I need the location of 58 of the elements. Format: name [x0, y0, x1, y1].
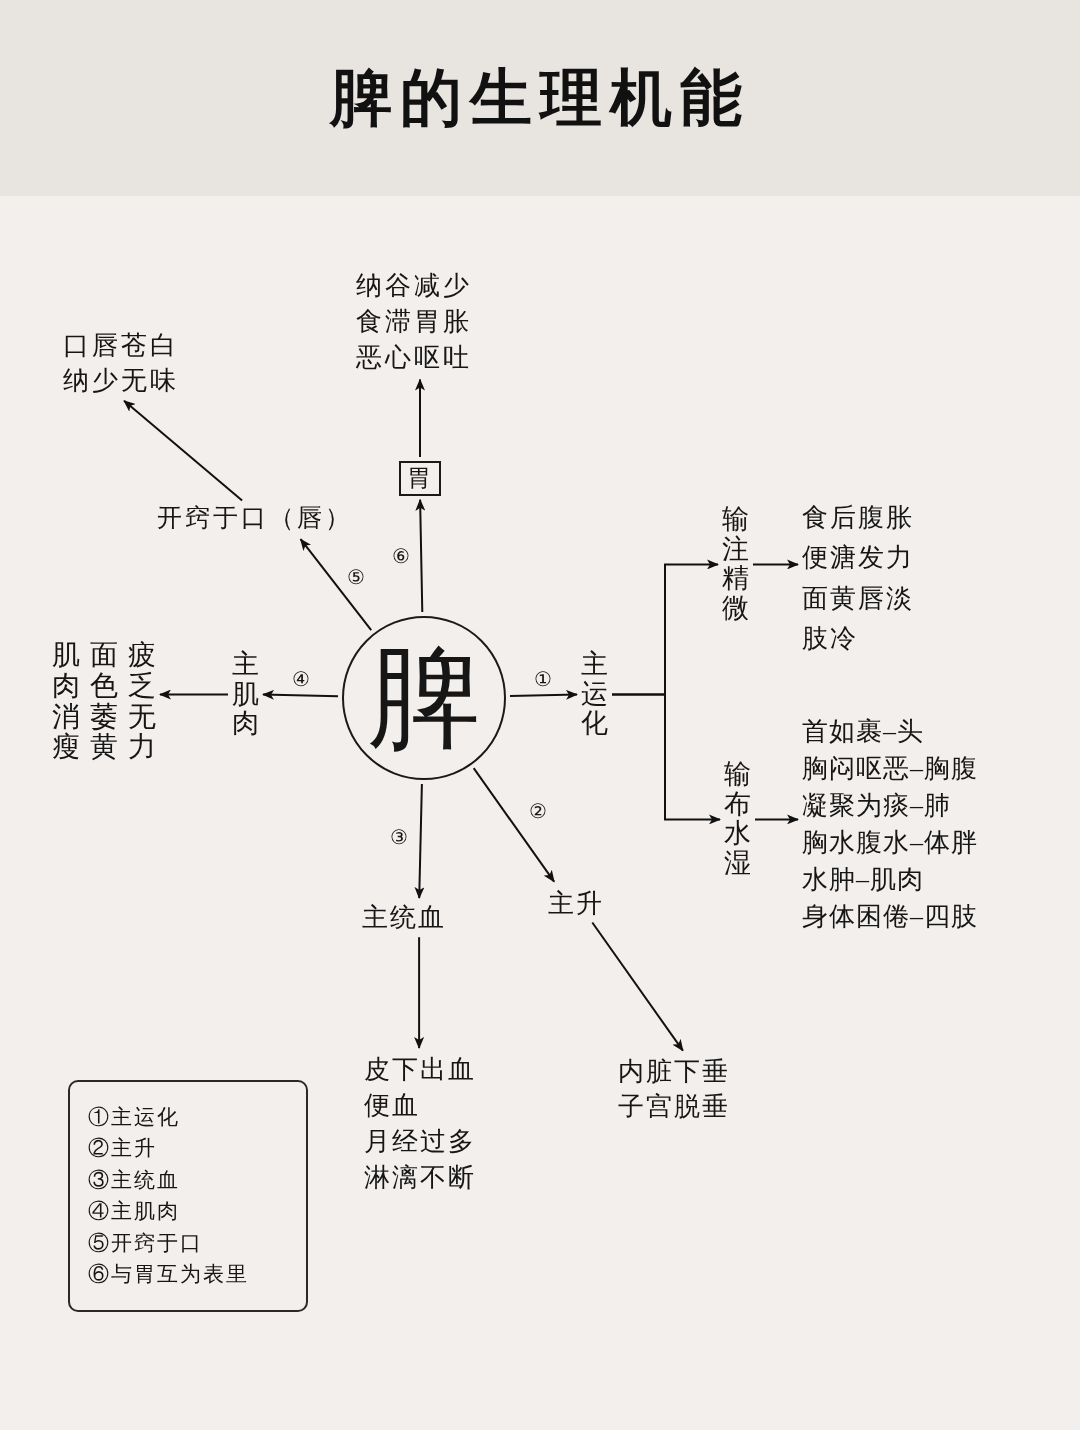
function-label: 主运化 — [581, 650, 608, 740]
symptom-text: 口唇苍白 — [63, 330, 179, 362]
spleen-circle — [342, 616, 506, 780]
symptom-text: 纳谷减少 — [356, 270, 472, 302]
legend-item: ③主统血 — [88, 1166, 181, 1194]
function-label: 主肌肉 — [232, 650, 259, 740]
function-label: 主统血 — [362, 902, 446, 934]
symptom-text: 面黄唇淡 — [802, 582, 914, 615]
legend-item: ⑤开窍于口 — [88, 1229, 204, 1257]
title: 脾的生理机能 — [330, 63, 750, 134]
symptom-text: 子宫脱垂 — [618, 1091, 730, 1124]
function-label: 输布水湿 — [724, 760, 751, 879]
function-label: 主升 — [548, 888, 604, 920]
symptom-text: 肢冷 — [802, 622, 859, 655]
symptom-text: 皮下出血 — [364, 1054, 476, 1086]
symptom-text: 胸闷呕恶–胸腹 — [802, 752, 978, 785]
symptom-text: 淋漓不断 — [364, 1161, 476, 1194]
function-label: 开窍于口（唇） — [157, 503, 353, 533]
symptom-text: 水肿–肌肉 — [802, 863, 925, 896]
symptom-text: 胸水腹水–体胖 — [802, 826, 978, 859]
arrow — [414, 783, 425, 899]
arrow — [472, 767, 556, 883]
symptom-text: 食滞胃胀 — [356, 305, 472, 338]
legend-panel — [68, 1080, 308, 1312]
symptom-text: 肌肉消瘦 — [52, 640, 80, 764]
symptom-text: 首如裹–头 — [802, 716, 925, 748]
legend-item: ①主运化 — [88, 1103, 181, 1131]
legend-item: ④主肌肉 — [88, 1198, 181, 1225]
arrow — [415, 498, 426, 613]
arrow — [591, 921, 684, 1052]
symptom-text: 纳少无味 — [63, 365, 179, 398]
arrow — [611, 693, 721, 825]
symptom-text: 身体困倦–四肢 — [802, 900, 978, 933]
symptom-text: 面色萎黄 — [90, 640, 118, 764]
arrow — [415, 378, 425, 458]
center-character: 脾 — [368, 642, 480, 754]
edge-label: ③ — [388, 826, 409, 848]
symptom-text: 内脏下垂 — [618, 1056, 730, 1088]
arrow — [414, 936, 425, 1049]
arrow — [159, 689, 229, 700]
symptom-text: 月经过多 — [364, 1125, 476, 1158]
legend-item: ⑥与胃互为表里 — [88, 1261, 250, 1288]
symptom-text: 便溏发力 — [802, 542, 914, 575]
arrow — [262, 689, 339, 700]
function-label: 输注精微 — [722, 505, 749, 624]
stomach-box — [399, 461, 441, 496]
arrow — [754, 814, 799, 825]
legend-item: ②主升 — [88, 1135, 158, 1162]
symptom-text: 凝聚为痰–肺 — [802, 789, 952, 822]
arrow — [123, 399, 244, 502]
arrow — [752, 559, 799, 570]
symptom-text: 疲乏无力 — [128, 640, 156, 764]
arrow — [509, 689, 578, 700]
symptom-text: 食后腹胀 — [802, 502, 914, 534]
organ-label: 胃 — [407, 464, 433, 493]
arrow — [299, 538, 373, 632]
symptom-text: 恶心呕吐 — [356, 341, 472, 374]
symptom-text: 便血 — [364, 1089, 421, 1122]
